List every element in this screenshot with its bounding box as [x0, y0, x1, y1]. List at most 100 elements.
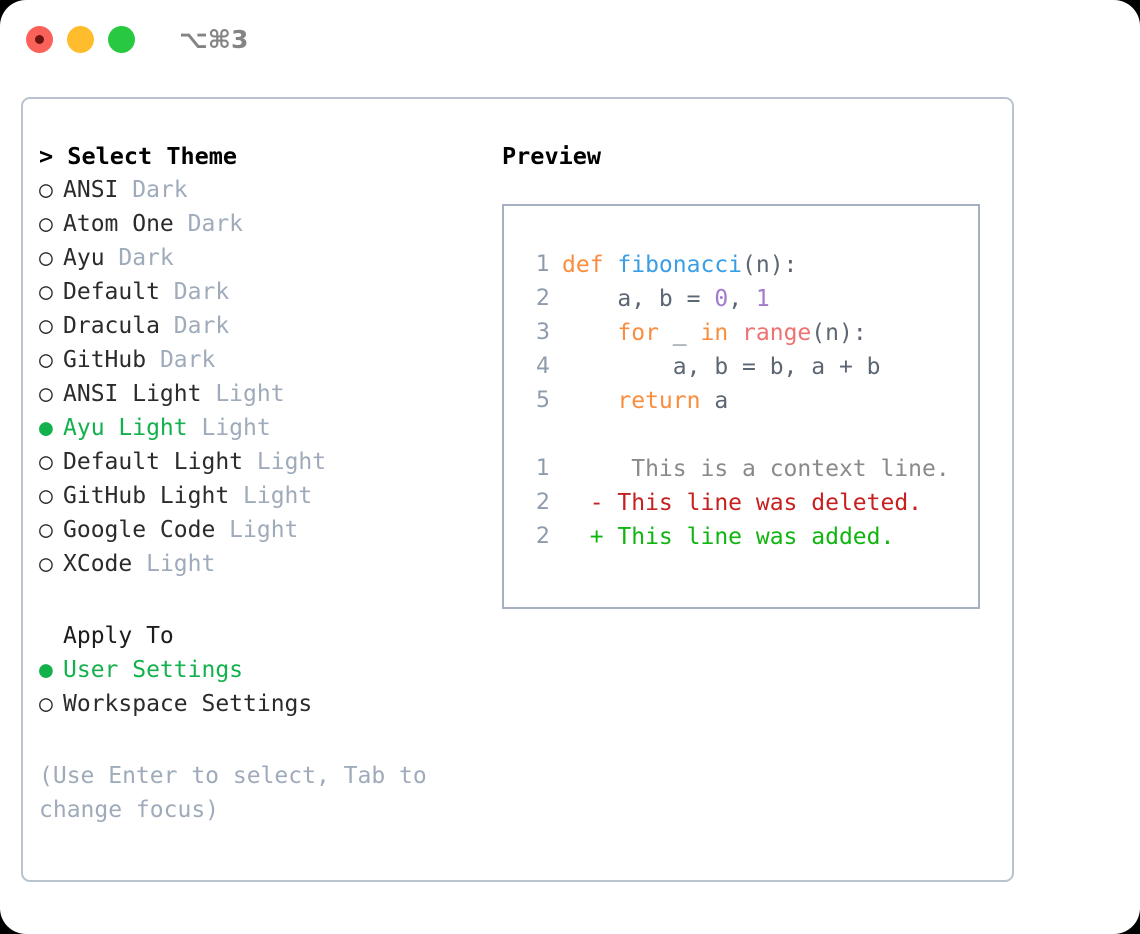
apply-to-heading: Apply To: [39, 619, 489, 653]
theme-option-default[interactable]: ○Default Dark: [39, 275, 489, 309]
window-close-button[interactable]: [26, 25, 53, 53]
keyboard-shortcut-label: ⌥⌘3: [179, 24, 249, 54]
apply-to-option-label: Workspace Settings: [63, 691, 313, 717]
code-line-text: a, b = b, a + b: [550, 350, 881, 384]
token-kw: return: [617, 388, 701, 414]
theme-variant-label: Light: [146, 551, 216, 577]
recording-indicator-dot: [35, 34, 44, 44]
radio-selected-icon: ●: [39, 657, 53, 683]
theme-option-name: Ayu Light: [63, 415, 202, 441]
token-builtin: range: [742, 320, 812, 346]
theme-variant-label: Dark: [173, 313, 230, 339]
theme-option-github-light[interactable]: ○ GitHub Light Light: [39, 479, 489, 513]
theme-option-name: Ayu: [63, 245, 119, 271]
diff-line-text: + This line was added.: [562, 524, 895, 550]
traffic-light-buttons: [26, 25, 149, 53]
token-punct: (n):: [811, 320, 867, 346]
diff-line-add: 2 + This line was added.: [504, 520, 978, 554]
theme-variant-label: Dark: [118, 245, 174, 271]
token-num: 0: [714, 286, 729, 312]
theme-option-xcode[interactable]: ○XCode Light: [39, 547, 489, 581]
line-number: 2: [536, 286, 550, 311]
code-line: 4 a, b = b, a + b: [504, 350, 978, 384]
theme-option-google-code[interactable]: ○Google Code Light: [39, 513, 489, 547]
apply-heading-indent: [39, 619, 63, 653]
token-kw: def: [562, 252, 618, 278]
token-kw: for: [617, 320, 659, 346]
theme-option-atom-one[interactable]: ○Atom One Dark: [39, 207, 489, 241]
theme-option-name: GitHub Light: [63, 483, 244, 509]
apply-to-option-user-settings[interactable]: ● User Settings: [39, 653, 489, 687]
token-plain: ,: [728, 286, 756, 312]
diff-line-ctx: 1 This is a context line.: [504, 452, 978, 486]
theme-variant-label: Light: [243, 483, 313, 509]
theme-selection-column: > Select Theme ○ANSI Dark○Atom One Dark○…: [39, 139, 489, 827]
code-line-text: def fibonacci(n):: [550, 248, 797, 282]
token-plain: a, b =: [562, 286, 715, 312]
theme-option-name: ANSI: [63, 177, 133, 203]
theme-option-name: Dracula: [63, 313, 174, 339]
theme-variant-label: Dark: [173, 279, 230, 305]
preview-spacer: [504, 418, 978, 452]
token-kw: in: [700, 320, 729, 346]
theme-option-name: GitHub: [63, 347, 160, 373]
token-plain: [562, 320, 617, 346]
token-plain: [562, 388, 617, 414]
theme-option-name: XCode: [63, 551, 147, 577]
theme-option-name: ANSI Light: [63, 381, 216, 407]
theme-option-dracula[interactable]: ○ Dracula Dark: [39, 309, 489, 343]
theme-variant-label: Dark: [159, 347, 216, 373]
token-plain: a, b = b, a + b: [562, 354, 881, 380]
code-line-text: return a: [550, 384, 728, 418]
radio-unselected-icon: ○: [39, 313, 53, 339]
window-maximize-button[interactable]: [108, 25, 135, 53]
apply-to-option-label: User Settings: [63, 657, 244, 683]
theme-option-github[interactable]: ○GitHub Dark: [39, 343, 489, 377]
code-line: 5 return a: [504, 384, 978, 418]
theme-list[interactable]: ○ANSI Dark○Atom One Dark○Ayu Dark○Defaul…: [39, 173, 489, 581]
apply-to-option-workspace-settings[interactable]: ○ Workspace Settings: [39, 687, 489, 721]
theme-option-default-light[interactable]: ○Default Light Light: [39, 445, 489, 479]
theme-option-ayu[interactable]: ○Ayu Dark: [39, 241, 489, 275]
theme-option-ansi[interactable]: ○ ANSI Dark: [39, 173, 489, 207]
diff-line-del: 2 - This line was deleted.: [504, 486, 978, 520]
token-plain: a: [700, 388, 729, 414]
main-panel: > Select Theme ○ANSI Dark○Atom One Dark○…: [21, 97, 1014, 882]
theme-variant-label: Light: [256, 449, 327, 475]
radio-unselected-icon: ○: [39, 691, 53, 717]
line-number: 2: [536, 524, 550, 549]
line-number: 1: [536, 252, 550, 277]
theme-option-ansi-light[interactable]: ○ANSI Light Light: [39, 377, 489, 411]
apply-to-list[interactable]: ● User Settings ○ Workspace Settings: [39, 653, 489, 721]
token-num: 1: [755, 286, 770, 312]
keyboard-hint-text: (Use Enter to select, Tab to change focu…: [39, 763, 427, 823]
token-fn: fibonacci: [617, 252, 743, 278]
token-punct: (n):: [742, 252, 798, 278]
apply-to-heading-label: Apply To: [63, 623, 174, 649]
code-line: 3 for _ in range(n):: [504, 316, 978, 350]
code-line: 2 a, b = 0, 1: [504, 282, 978, 316]
diff-sample: 1 This is a context line.2 - This line w…: [504, 452, 978, 554]
radio-unselected-icon: ○: [39, 449, 53, 475]
preview-heading: Preview: [502, 142, 602, 170]
window-minimize-button[interactable]: [67, 25, 94, 53]
theme-variant-label: Light: [215, 381, 285, 407]
theme-variant-label: Dark: [187, 211, 244, 237]
token-plain: [728, 320, 742, 346]
theme-variant-label: Light: [229, 517, 299, 543]
diff-line-text: This is a context line.: [562, 456, 950, 482]
code-line-text: for _ in range(n):: [550, 316, 867, 350]
diff-line-text: - This line was deleted.: [562, 490, 923, 516]
theme-option-ayu-light[interactable]: ●Ayu Light Light: [39, 411, 489, 445]
radio-unselected-icon: ○: [39, 483, 53, 509]
radio-unselected-icon: ○: [39, 279, 53, 305]
theme-variant-label: Dark: [132, 177, 188, 203]
radio-unselected-icon: ○: [39, 177, 53, 203]
token-plain: _: [658, 320, 701, 346]
apply-to-section: Apply To ● User Settings ○ Workspace Settin…: [39, 619, 489, 721]
radio-unselected-icon: ○: [39, 211, 53, 237]
